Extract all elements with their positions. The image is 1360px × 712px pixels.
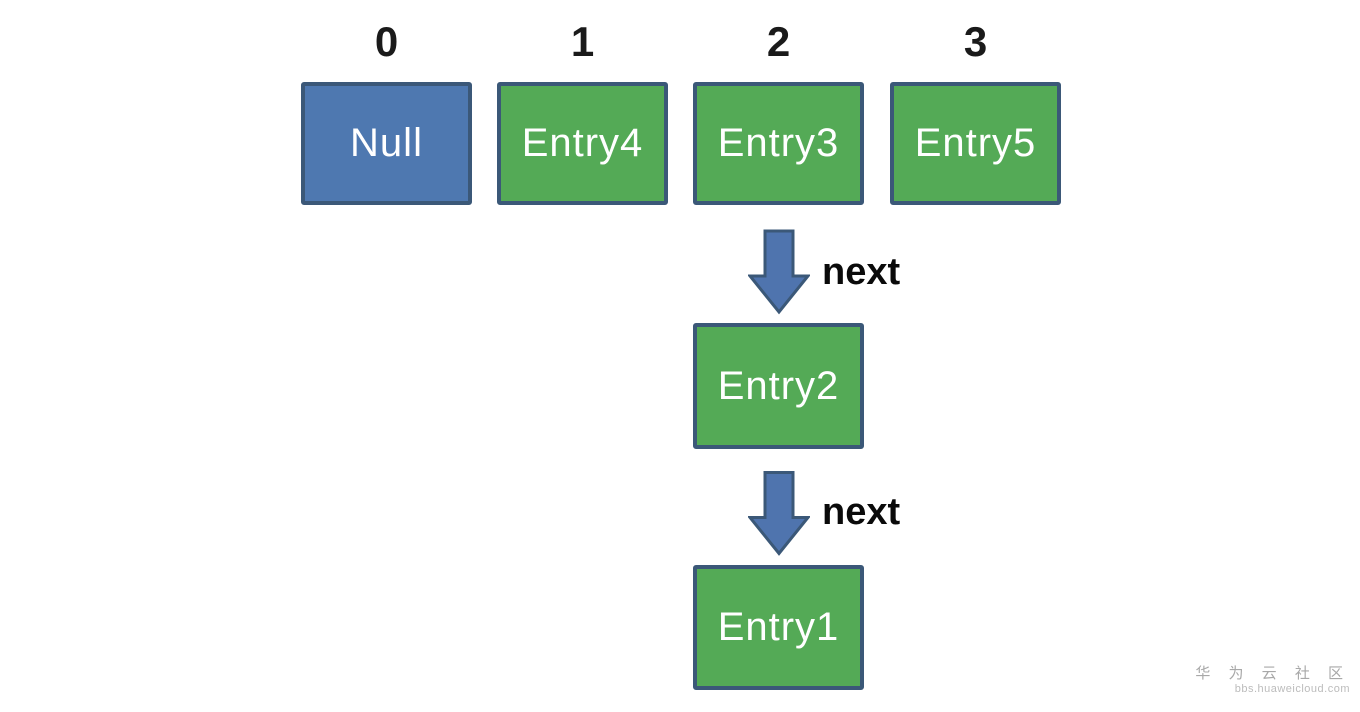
entry-node: Entry5: [890, 82, 1061, 205]
entry-node: Entry1: [693, 565, 864, 690]
node-label: Entry2: [717, 363, 840, 408]
node-label: Null: [350, 121, 423, 165]
bucket-3: 3 Entry5: [890, 14, 1061, 205]
node-label: Entry3: [717, 121, 840, 165]
bucket-index-label: 0: [374, 18, 399, 65]
next-arrow-icon: [748, 469, 810, 558]
next-arrow-icon: [748, 229, 810, 315]
entry-node: Entry2: [693, 323, 864, 449]
null-node: Null: [301, 82, 472, 205]
entry-node: Entry3: [693, 82, 864, 205]
bucket-1: 1 Entry4: [497, 14, 668, 205]
node-label: Entry5: [914, 121, 1037, 165]
bucket-index-label: 3: [963, 18, 988, 65]
node-label: Entry1: [717, 605, 840, 649]
next-pointer-label: next: [822, 251, 901, 293]
watermark-community-name: 华 为 云 社 区: [1195, 665, 1350, 682]
bucket-index-label: 1: [570, 18, 595, 65]
next-pointer-label: next: [822, 491, 901, 533]
entry-node: Entry4: [497, 82, 668, 205]
watermark-site-url: bbs.huaweicloud.com: [1234, 683, 1350, 695]
watermark: 华 为 云 社 区 bbs.huaweicloud.com: [1195, 664, 1350, 696]
bucket-0: 0 Null: [301, 14, 472, 205]
bucket-index-label: 2: [766, 18, 791, 65]
node-label: Entry4: [521, 121, 644, 165]
bucket-2: 2 Entry3: [693, 14, 864, 205]
